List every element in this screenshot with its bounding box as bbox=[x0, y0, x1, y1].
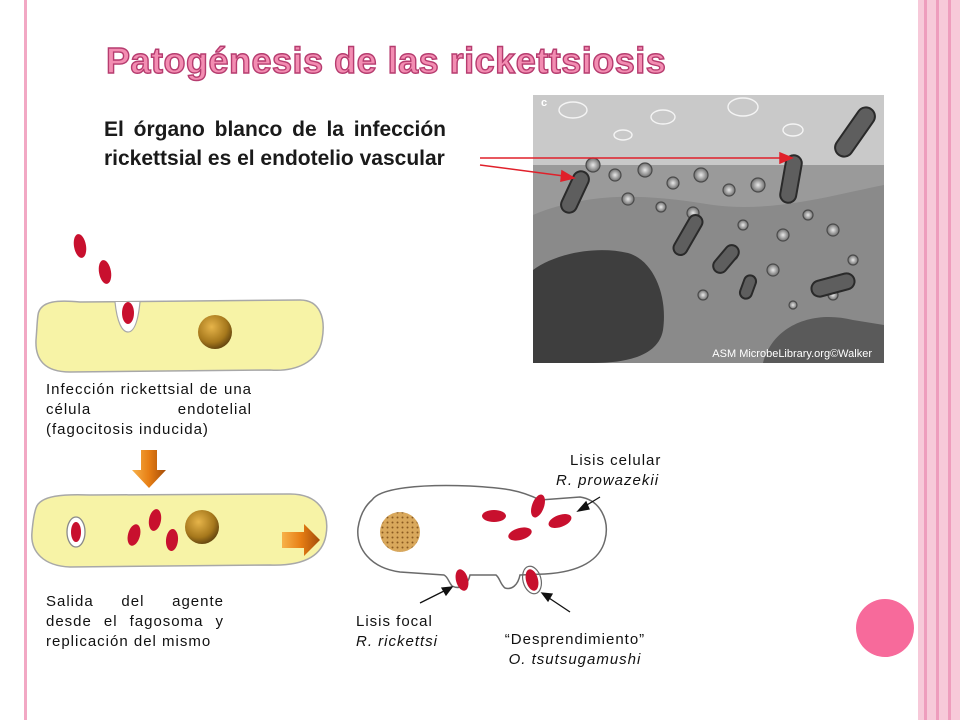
electron-micrograph: c ASM MicrobeLibrary.org©Walker bbox=[533, 95, 884, 363]
step-exit-label: Salida del agente desde el fagosoma y re… bbox=[46, 593, 224, 650]
slide-title: Patogénesis de las rickettsiosis bbox=[105, 39, 667, 81]
down-arrow bbox=[132, 450, 166, 488]
step-infection-label: Infección rickettsial de una célula endo… bbox=[46, 381, 252, 438]
outcome-pointer-arrows bbox=[419, 496, 601, 613]
cell-lysis-label: Lisis celular bbox=[570, 452, 662, 469]
cell-nucleus bbox=[185, 510, 219, 544]
cell-lysis-species: R. prowazekii bbox=[556, 472, 660, 489]
infected-endothelial-cell bbox=[35, 299, 324, 373]
focal-lysis-species: R. rickettsi bbox=[356, 633, 439, 650]
budding-species: O. tsutsugamushi bbox=[508, 651, 642, 668]
right-decorative-band bbox=[918, 0, 960, 720]
band-stripe bbox=[936, 0, 939, 720]
lysing-cell bbox=[357, 484, 607, 595]
micrograph-panel-letter: c bbox=[541, 97, 548, 109]
micrograph-credit: ASM MicrobeLibrary.org©Walker bbox=[712, 348, 872, 360]
band-stripe bbox=[924, 0, 927, 720]
band-stripe bbox=[948, 0, 951, 720]
budding-label: “Desprendimiento” bbox=[504, 631, 646, 648]
focal-lysis-outcome: Lisis focal R. rickettsi bbox=[356, 612, 506, 652]
cell-nucleus bbox=[380, 512, 420, 552]
budding-outcome: “Desprendimiento” O. tsutsugamushi bbox=[490, 630, 660, 670]
cell-lysis-outcome: Lisis celular R. prowazekii bbox=[556, 451, 726, 491]
left-decorative-rule bbox=[24, 0, 27, 720]
decorative-pink-circle bbox=[856, 599, 914, 657]
replicating-cell bbox=[31, 493, 328, 568]
cell-nucleus bbox=[198, 315, 232, 349]
micrograph-pointer-arrows bbox=[479, 151, 794, 182]
intro-text: El órgano blanco de la infección rickett… bbox=[104, 118, 446, 170]
rickettsiae-entering bbox=[73, 234, 134, 324]
right-arrow bbox=[282, 524, 320, 556]
focal-lysis-label: Lisis focal bbox=[356, 613, 433, 630]
micrograph-image bbox=[533, 95, 884, 363]
